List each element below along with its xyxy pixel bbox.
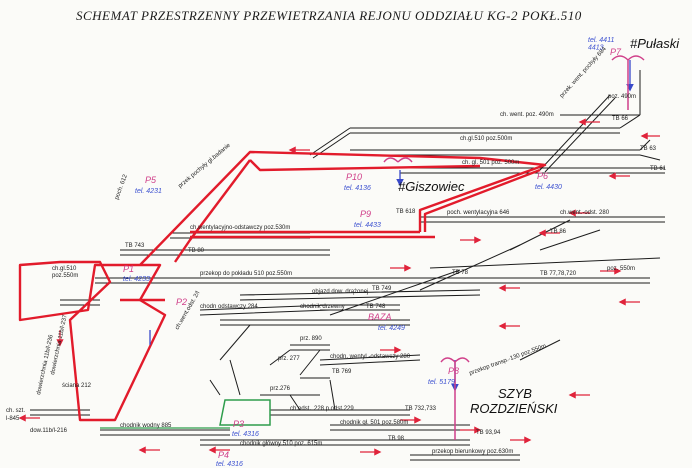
point-p3-tel: tel. 4316 bbox=[232, 431, 259, 438]
lbl-przekop-bierunkowy: przekop bierunkowy poz.630m bbox=[432, 449, 513, 455]
lbl-tb61: TB 61 bbox=[650, 166, 667, 172]
lbl-dow-237: dowierzchnia 11b/l-237 bbox=[50, 314, 69, 376]
lbl-poch-646: poch. wentylacyjna 646 bbox=[447, 210, 510, 216]
lbl-poz490: poz. 490m bbox=[608, 94, 636, 100]
point-p4: P4 bbox=[218, 450, 229, 460]
point-p2: P2 bbox=[176, 297, 187, 307]
lbl-przek-wentyl: przek. went. pochyły 684 bbox=[559, 46, 608, 100]
point-p9: P9 bbox=[360, 209, 371, 219]
lbl-tb748: TB 748 bbox=[366, 304, 386, 310]
lbl-ch-went-490: ch. went. poz. 490m bbox=[500, 112, 554, 118]
lbl-sciana-212: ściana 212 bbox=[62, 383, 92, 389]
lbl-odstawczy-284: chodn odstawczy 284 bbox=[200, 304, 258, 310]
lbl-chodnik-drzewny: chodnik drzewny bbox=[300, 304, 345, 310]
lbl-ch-went-280: ch.went.-odst. 280 bbox=[560, 210, 610, 216]
lbl-objazd: objazd dow. drążonej bbox=[312, 289, 368, 295]
point-baza: BAZA bbox=[368, 312, 392, 322]
lbl-tb93: TB 93,94 bbox=[476, 430, 501, 436]
lbl-prz277: prz. 277 bbox=[278, 356, 300, 362]
lbl-tb743: TB 743 bbox=[125, 243, 145, 249]
point-p3: P3 bbox=[233, 419, 244, 429]
gallery-labels: przek. went. pochyły 684 poz. 490m ch. w… bbox=[6, 46, 667, 455]
lbl-tb86: TB 86 bbox=[550, 229, 567, 235]
point-p5-tel: tel. 4231 bbox=[135, 188, 162, 195]
point-p10: P10 bbox=[346, 172, 362, 182]
lbl-ch-gl-510: ch.gl.510 bbox=[52, 266, 77, 272]
point-p6-tel: tel. 4430 bbox=[535, 184, 562, 191]
lbl-p228: 228 p.odst.229 bbox=[314, 406, 354, 412]
point-p1-tel: tel. 4233 bbox=[123, 276, 150, 283]
shaft-rozdzienski-1: SZYB bbox=[498, 386, 532, 401]
lbl-chodnik-wodny: chodnik wodny 885 bbox=[120, 423, 172, 429]
point-p6: P6 bbox=[537, 171, 548, 181]
lbl-tb769: TB 769 bbox=[332, 369, 352, 375]
lbl-ch-odst: ch.odst. bbox=[290, 406, 311, 412]
point-p10-tel: tel. 4136 bbox=[344, 185, 371, 192]
lbl-ch-wentyl-530: ch.wentylacyjno-odstawczy poz.530m bbox=[190, 225, 290, 231]
point-p4-tel: tel. 4316 bbox=[216, 461, 243, 468]
shaft-pulaski: #Pułaski bbox=[630, 36, 680, 51]
lbl-ch-gl-501: ch. gl. 501 poz. 500m bbox=[462, 160, 519, 166]
lbl-ch-szt: ch. szt. bbox=[6, 408, 25, 414]
lbl-poz550b: poz. 550m bbox=[607, 266, 635, 272]
lbl-przekop-transp: przekop transp.-130 poz.550m bbox=[469, 343, 548, 376]
point-p8-tel: tel. 5179 bbox=[428, 379, 455, 386]
point-p9-tel: tel. 4433 bbox=[354, 222, 381, 229]
ventilation-route bbox=[18, 150, 547, 422]
lbl-ch-gl-510-500: ch.gl.510 poz.500m bbox=[460, 136, 512, 142]
lbl-prz276: prz.276 bbox=[270, 386, 291, 392]
lbl-tb77: TB 77,78,720 bbox=[540, 271, 577, 277]
shaft-markers bbox=[383, 55, 645, 440]
point-p1: P1 bbox=[123, 264, 134, 274]
lbl-n845: l-845 bbox=[6, 416, 20, 422]
water-gallery bbox=[219, 399, 271, 426]
lbl-tb618: TB 618 bbox=[396, 209, 416, 215]
lbl-tb732: TB 732,733 bbox=[405, 406, 437, 412]
lbl-poz550: poz.550m bbox=[52, 273, 78, 279]
lbl-tb80: TB 80 bbox=[188, 248, 205, 254]
airflow-arrows bbox=[18, 118, 660, 456]
lbl-chodnik-glowny: chodnik główny 510 poz. 615m bbox=[240, 441, 322, 447]
point-p5: P5 bbox=[145, 175, 157, 185]
gallery-network bbox=[30, 70, 665, 461]
point-baza-tel: tel. 4249 bbox=[378, 325, 405, 332]
lbl-tb78: TB 78 bbox=[452, 270, 469, 276]
point-p7: P7 bbox=[610, 47, 622, 57]
lbl-przek-pochyly: przek pochyły gł.badanie bbox=[177, 142, 232, 189]
lbl-tb98: TB 98 bbox=[388, 436, 405, 442]
lbl-chodn-wentyl-280: chodn. wentyl.-odstawczy 280 bbox=[330, 354, 411, 360]
lbl-prz890: prz. 890 bbox=[300, 336, 322, 342]
lbl-przekop-510: przekop do pokładu 510 poz.550m bbox=[200, 271, 292, 277]
lbl-tb66: TB 66 bbox=[612, 116, 629, 122]
lbl-poch-sk: poch. 612 bbox=[114, 173, 129, 200]
lbl-tb749: TB 749 bbox=[372, 286, 392, 292]
lbl-tb63: TB 63 bbox=[640, 146, 657, 152]
point-p8: P8 bbox=[448, 366, 459, 376]
diagram-title: SCHEMAT PRZESTRZENNY PRZEWIETRZANIA REJO… bbox=[76, 8, 582, 23]
lbl-dow-11b: dow.11b/l-216 bbox=[30, 428, 68, 434]
shaft-rozdzienski-2: ROZDZIEŃSKI bbox=[470, 401, 558, 416]
lbl-chodnik-gl-501: chodnik gł. 501 poz.580m bbox=[340, 420, 408, 426]
shaft-giszowiec: #Giszowiec bbox=[398, 179, 465, 194]
